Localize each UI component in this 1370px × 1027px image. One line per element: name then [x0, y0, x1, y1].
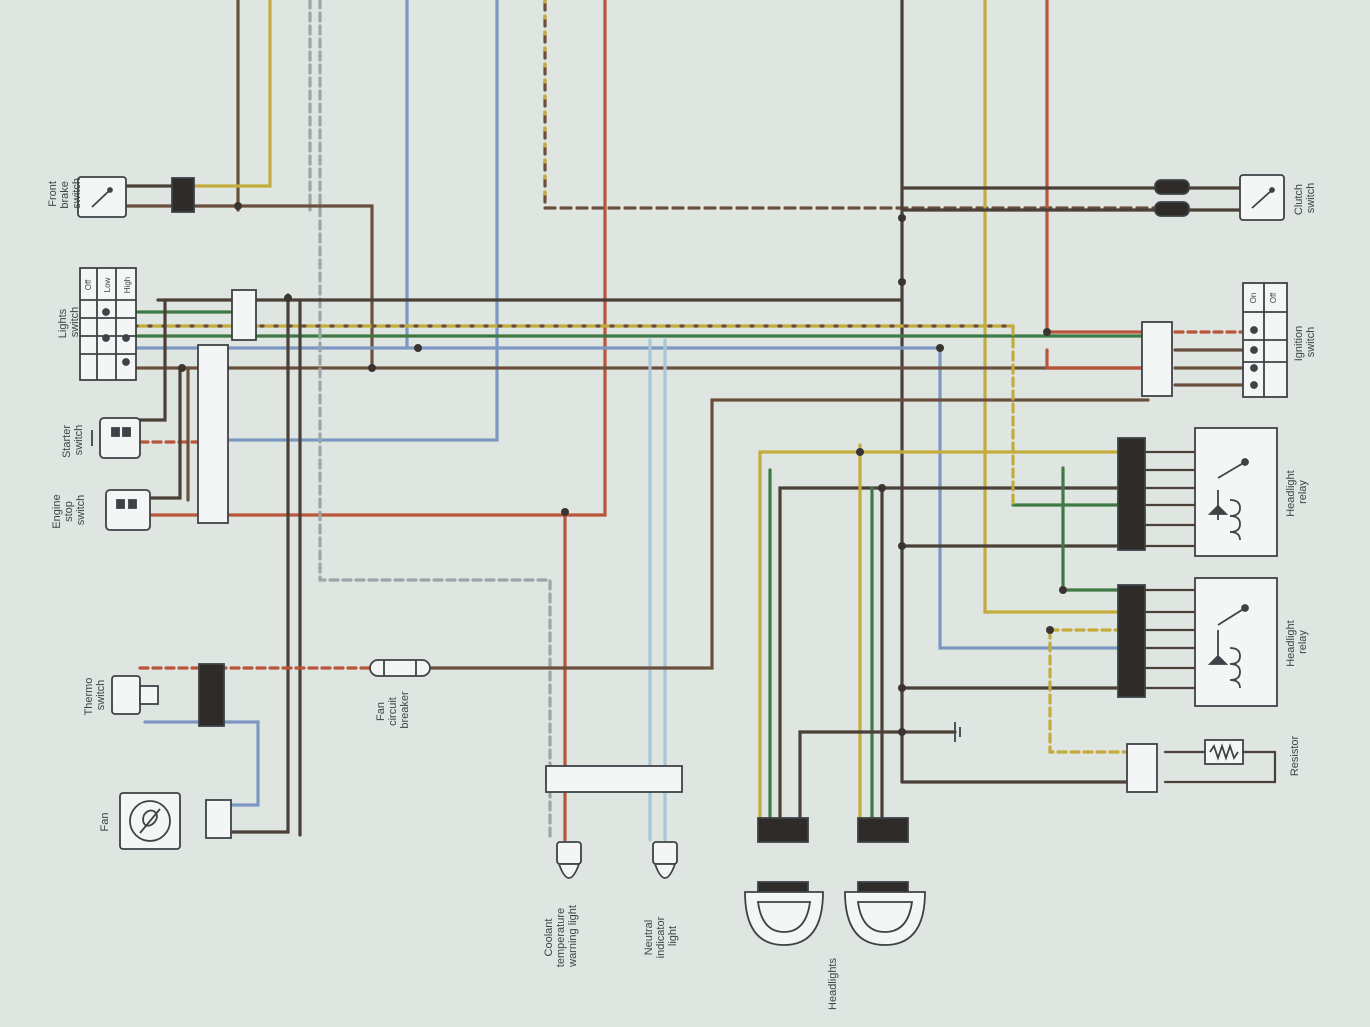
wire-hl1-yellow [758, 450, 1122, 827]
wire-yellow-top [188, 0, 272, 188]
clutch-connector-1 [1154, 179, 1190, 195]
headlight-relay-1-label: Headlight relay [1285, 467, 1309, 517]
wire-starter-1 [133, 298, 167, 422]
wire-black-center [223, 293, 290, 834]
wire-front-brake-2 [123, 204, 374, 370]
junction-dot [561, 508, 569, 516]
front-brake-connector [171, 177, 195, 213]
junction-dot [1046, 626, 1054, 634]
junction-dot [898, 728, 906, 736]
headlight-base-2 [857, 881, 909, 893]
front-brake-switch-label: Front brake switch [47, 178, 83, 209]
wire-resistor-lead [1163, 750, 1277, 784]
wire-resistor-yellow-d [1048, 628, 1142, 754]
junction-dot [1059, 586, 1067, 594]
wire-hl1-black [778, 486, 1122, 827]
coolant-warning-light-symbol [556, 841, 582, 879]
junction-dot [898, 542, 906, 550]
junction-dot [898, 684, 906, 692]
resistor-label: Resistor [1289, 735, 1301, 776]
wire-engine-stop-1 [148, 366, 182, 500]
headlight-relay-2-connector [1117, 584, 1146, 698]
junction-dot [1043, 328, 1051, 336]
wire-gray-fan [318, 328, 552, 842]
wire-lights-blue [133, 346, 1122, 650]
ignition-connector [1141, 321, 1173, 397]
lights-switch-position-low: Low [103, 277, 112, 292]
fan-symbol [119, 792, 181, 850]
ignition-switch-symbol [1242, 282, 1288, 398]
junction-dot [878, 484, 886, 492]
headlight-1-symbol [744, 891, 824, 946]
headlight-connector-1 [757, 817, 809, 843]
junction-dot [936, 344, 944, 352]
indicator-connector [545, 765, 683, 793]
starter-switch-symbol [91, 417, 141, 459]
lights-switch-label: Lights switch [57, 306, 81, 338]
headlight-relay-2-label: Headlight relay [1285, 617, 1309, 667]
clutch-switch-symbol [1239, 174, 1285, 221]
lights-switch-position-high: High [123, 277, 132, 293]
fan-connector [205, 799, 232, 839]
wire-ignition-leads [1173, 348, 1247, 387]
lights-switch-symbol [79, 267, 137, 381]
junction-dot [414, 344, 422, 352]
ignition-switch-label: Ignition switch [1293, 323, 1317, 362]
thermo-switch-label: Thermo switch [83, 675, 107, 716]
wire-yellow-main [983, 0, 1122, 614]
engine-stop-switch-label: Engine stop switch [51, 491, 87, 528]
headlight-relay-1-connector [1117, 437, 1146, 551]
junction-dot [856, 448, 864, 456]
thermo-switch-symbol [111, 675, 159, 715]
fan-circuit-breaker-label: Fan circuit breaker [375, 691, 411, 729]
clutch-connector-2 [1154, 201, 1190, 217]
resistor-connector [1126, 743, 1158, 793]
coolant-temperature-warning-light-label: Coolant temperature warning light [543, 905, 579, 968]
junction-dot [898, 214, 906, 222]
junction-dot [234, 202, 242, 210]
fan-circuit-breaker-symbol [369, 659, 431, 677]
junction-dot [368, 364, 376, 372]
wire-ignition-red-2 [1045, 348, 1150, 370]
headlight-relay-1-symbol [1194, 427, 1278, 557]
junction-dot [284, 294, 292, 302]
fan-label: Fan [99, 813, 111, 832]
junction-dot [898, 278, 906, 286]
lights-connector-1 [231, 289, 257, 341]
wire-engine-stop-2 [148, 508, 607, 517]
wire-relay2-leads [1143, 588, 1200, 690]
thermo-connector [198, 663, 225, 727]
lights-switch-position-off: Off [84, 279, 93, 290]
starter-switch-label: Starter switch [61, 422, 85, 458]
headlight-2-symbol [844, 891, 926, 946]
headlight-connector-2 [857, 817, 909, 843]
neutral-indicator-light-symbol [652, 841, 678, 879]
wire-breaker-brown [428, 398, 1150, 670]
wire-relay1-leads [1143, 450, 1200, 548]
engine-stop-switch-symbol [105, 489, 151, 531]
lights-connector-2 [197, 344, 229, 524]
wire-gray-dashed-top [308, 0, 322, 332]
neutral-indicator-light-label: Neutral indicator light [643, 914, 679, 959]
front-brake-switch-symbol [77, 176, 127, 218]
junction-dot [178, 364, 186, 372]
headlight-base-1 [757, 881, 809, 893]
ground-symbol [954, 722, 961, 742]
ignition-switch-position-on: On [1249, 293, 1258, 304]
clutch-switch-label: Clutch switch [1293, 181, 1317, 215]
headlights-label: Headlights [827, 958, 839, 1010]
ignition-switch-position-off: Off [1269, 292, 1278, 303]
wire-black-yellow-top [543, 0, 1162, 210]
resistor-symbol [1204, 739, 1244, 765]
headlight-relay-2-symbol [1194, 577, 1278, 707]
